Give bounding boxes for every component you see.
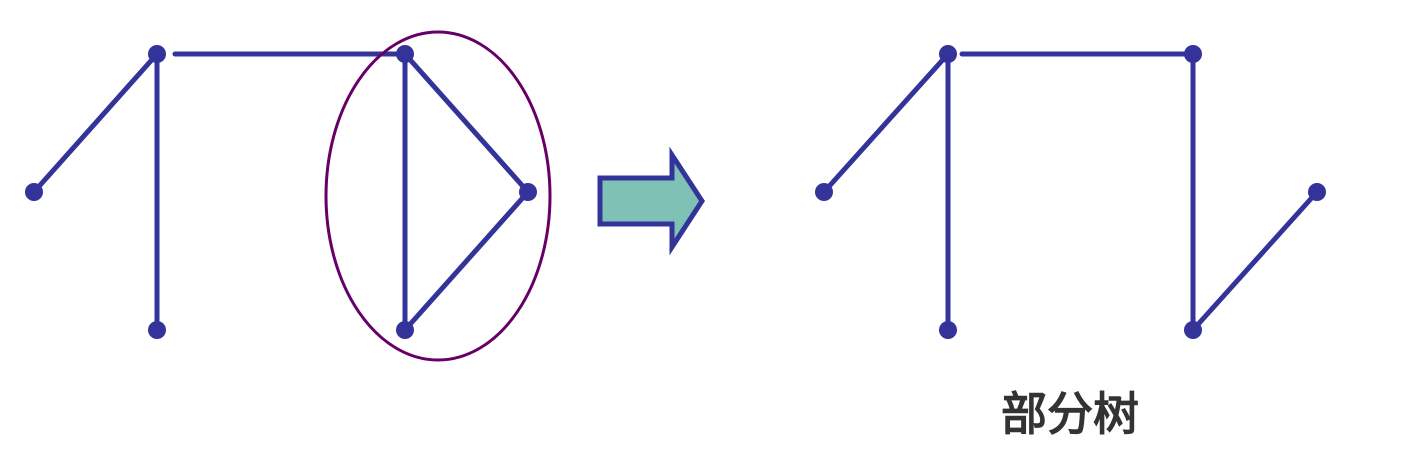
node-left-leaf xyxy=(815,183,833,201)
partial-tree-caption: 部分树 xyxy=(1001,387,1139,441)
right-arrow-icon xyxy=(597,146,705,256)
node-top-left xyxy=(939,45,957,63)
node-bottom-left xyxy=(939,321,957,339)
edge-left-leaf-top-left xyxy=(31,51,160,195)
node-bottom-left xyxy=(148,321,166,339)
original-graph xyxy=(25,45,537,339)
node-right-middle xyxy=(519,183,537,201)
partial-tree-graph xyxy=(815,45,1326,339)
node-top-right xyxy=(1184,45,1202,63)
node-bottom-right xyxy=(396,321,414,339)
edge-bottom-right-right-leaf xyxy=(1190,189,1320,333)
edge-left-leaf-top-left xyxy=(821,51,951,195)
node-left-leaf xyxy=(25,183,43,201)
node-bottom-right xyxy=(1184,321,1202,339)
highlight-ellipse xyxy=(324,30,552,362)
edge-right-middle-bottom-right xyxy=(402,189,531,333)
edge-top-right-right-middle xyxy=(402,51,531,195)
node-right-leaf xyxy=(1308,183,1326,201)
node-top-right xyxy=(396,45,414,63)
node-top-left xyxy=(148,45,166,63)
